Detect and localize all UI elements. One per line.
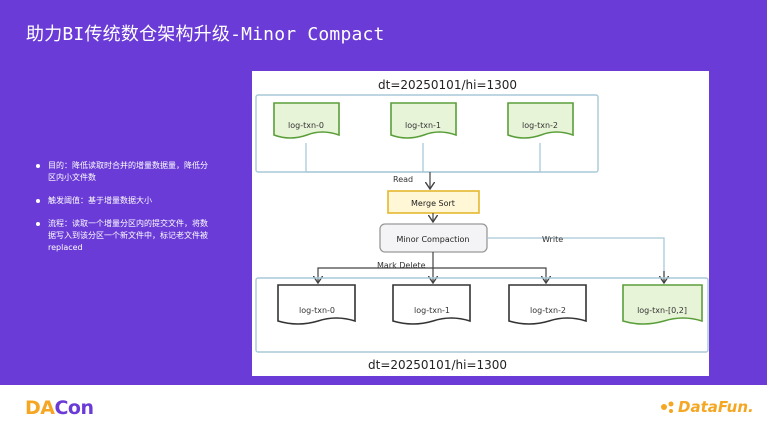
bullet-threshold: 触发阈值：基于增量数据大小	[36, 195, 214, 207]
bottom-file-1: log-txn-1	[392, 284, 471, 325]
mark-delete-label: Mark Delete	[377, 261, 426, 270]
merge-sort-label: Merge Sort	[411, 199, 455, 208]
top-file-2: log-txn-2	[507, 102, 574, 139]
top-file-0: log-txn-0	[273, 102, 340, 139]
datafun-logo-icon	[661, 401, 674, 413]
diagram-canvas: dt=20250101/hi=1300 log-txn-0 log-txn-1 …	[252, 71, 709, 376]
mark-delete-arrow-2	[433, 267, 546, 283]
dacon-logo: DACon	[25, 397, 94, 419]
top-file-0-label: log-txn-0	[288, 121, 324, 130]
top-file-2-label: log-txn-2	[522, 121, 558, 130]
new-compacted-file-label: log-txn-[0,2]	[637, 306, 687, 315]
read-label: Read	[393, 175, 413, 184]
datafun-logo: DataFun.	[660, 398, 754, 416]
write-label: Write	[542, 235, 563, 244]
bottom-file-0: log-txn-0	[277, 284, 356, 325]
diagram-svg: dt=20250101/hi=1300 log-txn-0 log-txn-1 …	[255, 78, 709, 372]
top-file-1-label: log-txn-1	[405, 121, 441, 130]
bottom-file-0-label: log-txn-0	[299, 306, 335, 315]
bottom-file-1-label: log-txn-1	[414, 306, 450, 315]
write-connector	[487, 237, 665, 281]
minor-compaction-label: Minor Compaction	[397, 235, 470, 244]
datafun-logo-text: DataFun.	[678, 398, 754, 416]
dacon-logo-da: DA	[25, 397, 55, 419]
bottom-partition-box	[255, 277, 709, 353]
read-connectors	[305, 143, 541, 173]
mark-delete-arrow-0	[318, 252, 434, 283]
bullet-process: 流程：读取一个增量分区内的提交文件，将数据写入到该分区一个新文件中，标记老文件被…	[36, 218, 214, 254]
new-compacted-file: log-txn-[0,2]	[622, 284, 703, 325]
bottom-file-2-label: log-txn-2	[530, 306, 566, 315]
dacon-logo-con: Con	[54, 397, 94, 419]
bottom-file-2: log-txn-2	[508, 284, 587, 325]
bottom-partition-label: dt=20250101/hi=1300	[368, 358, 507, 372]
slide-title: 助力BI传统数仓架构升级-Minor Compact	[26, 24, 385, 45]
bullet-purpose: 目的：降低读取时合并的增量数据量，降低分区内小文件数	[36, 160, 214, 184]
bullet-list: 目的：降低读取时合并的增量数据量，降低分区内小文件数 触发阈值：基于增量数据大小…	[36, 160, 214, 265]
footer-bar	[0, 385, 767, 430]
top-file-1: log-txn-1	[390, 102, 457, 139]
top-partition-label: dt=20250101/hi=1300	[378, 78, 517, 92]
